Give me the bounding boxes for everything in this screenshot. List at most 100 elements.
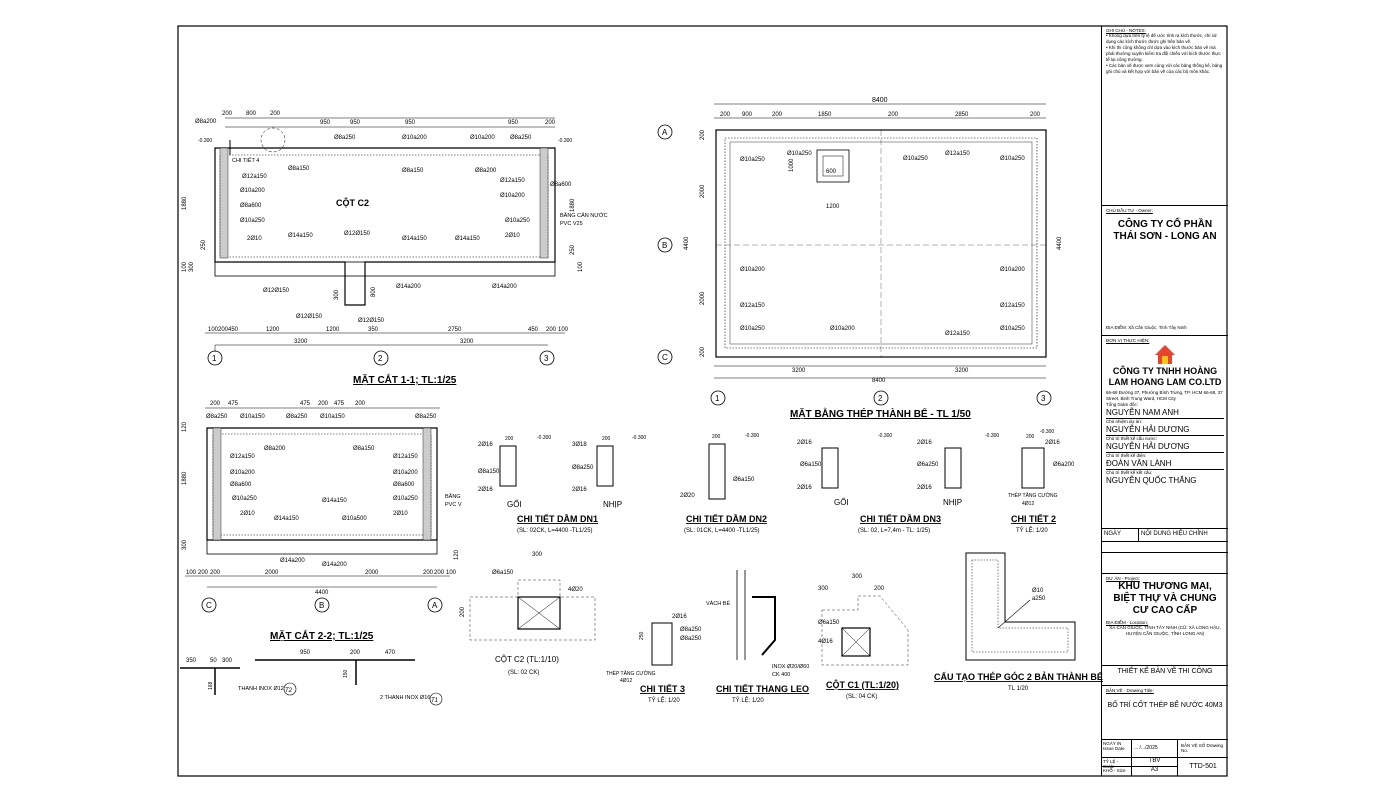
dim: 100 — [186, 570, 197, 576]
corner-detail: Ø10 a250 CẤU TẠO THÉP GÓC 2 BẢN THÀNH BỂ… — [934, 552, 1103, 692]
dim: 3200 — [294, 339, 308, 345]
dim: 1880 — [570, 198, 576, 212]
dim: 200 — [505, 436, 514, 442]
level-mark: -0.300 — [985, 433, 999, 439]
detail-title: CHI TIẾT 3 — [640, 684, 685, 694]
rebar-label: Ø6a150 — [733, 477, 755, 483]
dim: 4400 — [315, 590, 329, 596]
dim: 475 — [334, 401, 345, 407]
dim: 200 — [350, 650, 361, 656]
dim: 100 — [182, 261, 188, 272]
rebar-label: Ø14a150 — [455, 236, 480, 242]
dim: 470 — [385, 650, 396, 656]
detail-scale: TL 1/20 — [1008, 686, 1029, 692]
dim: 1880 — [182, 196, 188, 210]
project-location: XÃ CẦN GIUỘC, TỈNH TÂY NINH (CŨ: XÃ LONG… — [1109, 625, 1221, 637]
owner-location: ĐỊA ĐIỂM: Xã Cần Giuộc, Tỉnh Tây Ninh — [1106, 324, 1187, 330]
label: GỐI — [834, 497, 849, 507]
role-name: NGUYỄN HẢI DƯƠNG — [1106, 425, 1224, 436]
rebar-label: CK 400 — [772, 672, 790, 678]
note: • Không dựa trên tỷ lệ để ước tính ra kí… — [1106, 33, 1217, 45]
dim: 475 — [228, 401, 239, 407]
dim: 300 — [222, 658, 233, 664]
rebar-label: Ø8a150 — [478, 469, 500, 475]
dim: 100 — [578, 261, 584, 272]
company-logo — [1154, 344, 1176, 366]
dim: 350 — [186, 658, 197, 664]
dim: 200 — [210, 401, 221, 407]
rebar-label: Ø12a150 — [945, 331, 970, 337]
grid-bubble: 2 — [378, 354, 383, 363]
rebar-label: Ø10a250 — [740, 326, 765, 332]
dim: 900 — [742, 112, 753, 118]
dim: 200 — [318, 401, 329, 407]
dim: 1200 — [826, 204, 840, 210]
grid-bubble: C — [206, 601, 212, 610]
rebar-label: Ø8a250 — [680, 627, 702, 633]
beam-dn1: 2Ø16 Ø8a150 2Ø16 3Ø18 Ø8a250 2Ø16 200 20… — [478, 435, 646, 534]
detail-title: CHI TIẾT DẦM DN2 — [686, 514, 767, 524]
rebar-label: Ø10a250 — [240, 218, 265, 224]
dim: 1200 — [326, 327, 340, 333]
dim: 200 — [602, 436, 611, 442]
rebar-label: Ø12a150 — [230, 454, 255, 460]
rebar-label: 4Ø16 — [818, 639, 833, 645]
rebar-label: Ø10a200 — [470, 135, 495, 141]
rebar-label: 2Ø20 — [680, 493, 695, 499]
label: VÁCH BỂ — [706, 600, 730, 607]
level-mark: -0.300 — [1040, 429, 1054, 435]
rebar-label: 2Ø16 — [917, 485, 932, 491]
dim: 8400 — [872, 378, 886, 384]
grid-bubble: 3 — [544, 354, 549, 363]
rebar-label: Ø10a500 — [342, 516, 367, 522]
rebar-label: Ø8a250 — [680, 636, 702, 642]
detail-title: CHI TIẾT 2 — [1011, 514, 1056, 524]
rebar-label: 4Ø12 — [1022, 501, 1034, 507]
dim: 450 — [228, 327, 239, 333]
rebar-label: 2 THANH INOX Ø16 — [380, 695, 430, 701]
detail-scale: TỶ LỆ: 1/20 — [648, 696, 680, 704]
dim: 200 — [720, 112, 731, 118]
dim: 950 — [405, 120, 416, 126]
rebar-label: Ø6a150 — [818, 620, 840, 626]
level-mark: -0.300 — [537, 435, 551, 441]
dim: 950 — [300, 650, 311, 656]
svg-text:T1: T1 — [431, 698, 438, 704]
dim: 200 — [1030, 112, 1041, 118]
notes-section: GHI CHÚ - NOTES: • Không dựa trên tỷ lệ … — [1102, 26, 1228, 206]
grid-bubble: B — [662, 241, 667, 250]
grid-bubble: C — [662, 353, 668, 362]
dim: 200 — [423, 570, 434, 576]
level-mark: -0.300 — [878, 433, 892, 439]
dim: 800 — [246, 111, 257, 117]
rebar-label: Ø8a600 — [393, 482, 415, 488]
dim: 200 — [888, 112, 899, 118]
dim: 120 — [182, 421, 188, 432]
dim: 200 — [700, 346, 706, 357]
dim: 1200 — [266, 327, 280, 333]
issue-date: ... /.../2025 — [1132, 740, 1178, 758]
dim: 200 — [712, 434, 721, 440]
t-details: 350 50 300 168 THANH INOX Ø12 T2 950 200… — [180, 650, 443, 706]
rebar-label: Ø12a150 — [740, 303, 765, 309]
waterstop-label: BĂNG — [445, 493, 461, 500]
rebar-label: Ø14a200 — [280, 558, 305, 564]
dim: 300 — [182, 539, 188, 550]
rebar-label: Ø10a250 — [232, 496, 257, 502]
dim: 800 — [371, 286, 377, 297]
level-mark: -0.300 — [632, 435, 646, 441]
rebar-label: Ø12a150 — [945, 151, 970, 157]
dim: 200 — [270, 111, 281, 117]
grid-bubble: B — [319, 601, 324, 610]
drawing-title-label: BẢN VẼ - Drawing Title: — [1106, 688, 1154, 693]
title-block: GHI CHÚ - NOTES: • Không dựa trên tỷ lệ … — [1101, 26, 1228, 776]
waterstop-type: PVC V25 — [560, 221, 583, 227]
dim: 2750 — [448, 327, 462, 333]
project-name: KHU THƯƠNG MẠI, BIỆT THỰ VÀ CHUNG CƯ CAO… — [1113, 581, 1217, 616]
dim: 2000 — [365, 570, 379, 576]
beam-dn2: 2Ø20 Ø6a150 200 -0.300 CHI TIẾT DẦM DN2 … — [680, 433, 767, 534]
level-mark: -0.300 — [745, 433, 759, 439]
dim: 2000 — [265, 570, 279, 576]
section-title: MẶT CẮT 2-2; TL:1/25 — [270, 629, 374, 642]
